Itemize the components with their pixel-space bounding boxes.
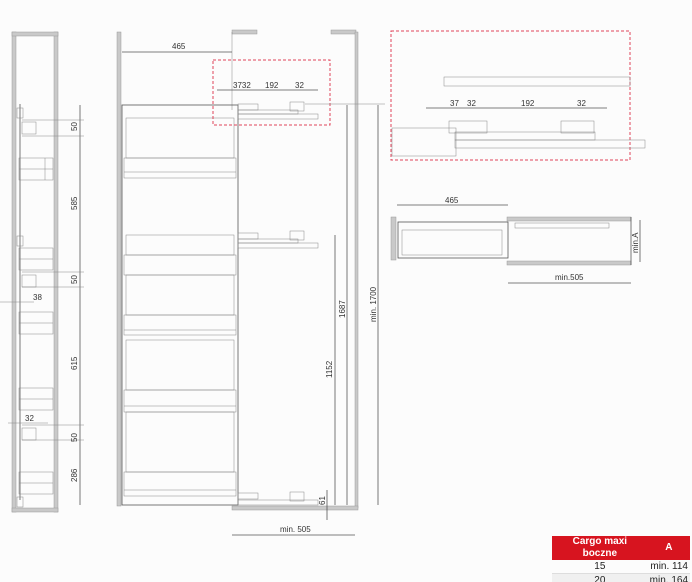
front-height-min1700: min. 1700 [369, 286, 378, 322]
cell-size: 20 [552, 573, 648, 582]
table-row: 20 min. 164 [552, 573, 690, 582]
detail-highlight-box [212, 59, 331, 126]
detail-dim-37: 37 [450, 99, 459, 108]
side-dim-3: 50 [70, 275, 79, 284]
header-model: Cargo maxi boczne [552, 536, 648, 560]
detail-dim-32b: 32 [577, 99, 586, 108]
front-depth-465: 465 [172, 42, 186, 51]
cell-a: min. 164 [647, 573, 690, 582]
side-dim-2: 585 [70, 196, 79, 210]
detail-dim-32a: 32 [467, 99, 476, 108]
top-depth-465: 465 [445, 196, 459, 205]
cell-a: min. 114 [647, 560, 690, 574]
top-height-minA: min.A [631, 232, 640, 253]
table-header-row: Cargo maxi boczne A [552, 536, 690, 560]
front-hinge-192: 192 [265, 81, 279, 90]
front-offset-61: 61 [318, 496, 327, 505]
detail-dim-192: 192 [521, 99, 535, 108]
top-view: 465 min.A min.505 [390, 196, 641, 284]
front-height-1152: 1152 [325, 360, 334, 378]
front-view: 465 3732 192 32 1152 1687 min. [116, 29, 385, 536]
header-a: A [647, 536, 690, 560]
spec-table: Cargo maxi boczne A 15 min. 114 20 min. … [552, 536, 690, 582]
side-offset-38: 38 [33, 293, 42, 302]
side-dim-1: 50 [70, 122, 79, 131]
side-view: 50 585 50 615 50 286 38 32 [0, 31, 84, 513]
cell-size: 15 [552, 560, 648, 574]
table-row: 15 min. 114 [552, 560, 690, 574]
detail-view: 37 32 192 32 [390, 30, 646, 161]
top-width-min505: min.505 [555, 273, 584, 282]
front-width-min505: min. 505 [280, 525, 311, 534]
front-height-1687: 1687 [338, 300, 347, 318]
side-offset-32: 32 [25, 414, 34, 423]
front-hinge-3732: 3732 [233, 81, 251, 90]
side-dim-5: 50 [70, 433, 79, 442]
side-dim-6: 286 [70, 468, 79, 482]
side-dim-4: 615 [70, 356, 79, 370]
front-hinge-32: 32 [295, 81, 304, 90]
